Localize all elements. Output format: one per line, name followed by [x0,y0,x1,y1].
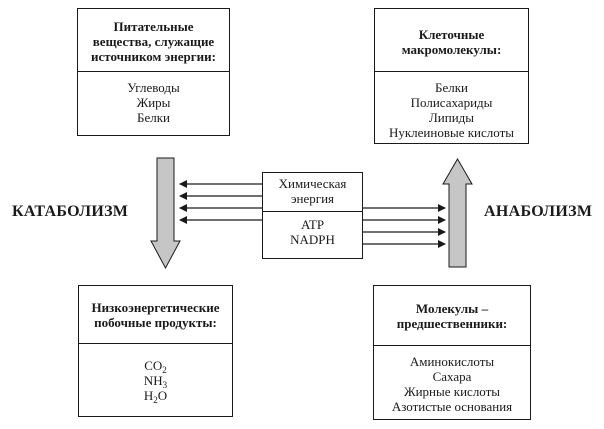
nutrients-title: Питательные вещества, служащие источнико… [78,9,229,72]
list-item: Нуклеиновые кислоты [388,125,515,140]
precursors-box: Молекулы – предшественники: Аминокислоты… [373,285,531,420]
macromolecules-box: Клеточные макромолекулы: Белки Полисахар… [374,8,529,144]
formula-rest: O [157,388,168,403]
atp-label: ATP [300,217,325,232]
low-energy-products-title: Низкоэнергетические побочные продукты: [79,286,232,344]
list-item: Углеводы [127,80,180,95]
list-item: H2O [79,388,232,405]
list-item: NH3 [79,373,232,390]
formula-subscript: 2 [153,395,158,405]
precursors-title: Молекулы – предшественники: [374,286,530,346]
formula-base: H [143,388,154,403]
macromolecules-list: Белки Полисахариды Липиды Нуклеиновые ки… [375,72,528,140]
precursors-list: Аминокислоты Сахара Жирные кислоты Азоти… [374,346,530,414]
chemical-energy-box: Химическая энергия ATP NADPH [262,172,363,259]
list-item: Белки [137,110,170,125]
list-item: Полисахариды [410,95,493,110]
nutrients-list: Углеводы Жиры Белки [78,72,229,125]
anabolism-label: АНАБОЛИЗМ [484,203,593,220]
formula-subscript: 3 [162,380,168,390]
formula-base: NH [143,373,163,388]
list-item: Аминокислоты [409,354,495,369]
list-item: Жиры [136,95,171,110]
formula-base: CO [144,358,163,373]
catabolism-big-arrow [150,157,181,270]
macromolecules-title: Клеточные макромолекулы: [375,9,528,72]
energy-carriers: ATP NADPH [263,212,362,247]
list-item: Жирные кислоты [403,384,501,399]
nutrients-box: Питательные вещества, служащие источнико… [77,8,230,136]
list-item: Сахара [432,369,472,384]
low-energy-products-list: CO2 NH3 H2O [79,344,232,405]
formula-subscript: 2 [162,365,167,375]
chemical-energy-label: Химическая энергия [263,173,362,212]
list-item: Белки [435,80,468,95]
nadph-label: NADPH [290,232,335,247]
low-energy-products-box: Низкоэнергетические побочные продукты: C… [78,285,233,417]
list-item: Азотистые основания [391,399,513,414]
catabolism-label: КАТАБОЛИЗМ [12,203,129,220]
anabolism-big-arrow [442,158,473,268]
list-item: Липиды [428,110,475,125]
list-item: CO2 [79,358,232,375]
